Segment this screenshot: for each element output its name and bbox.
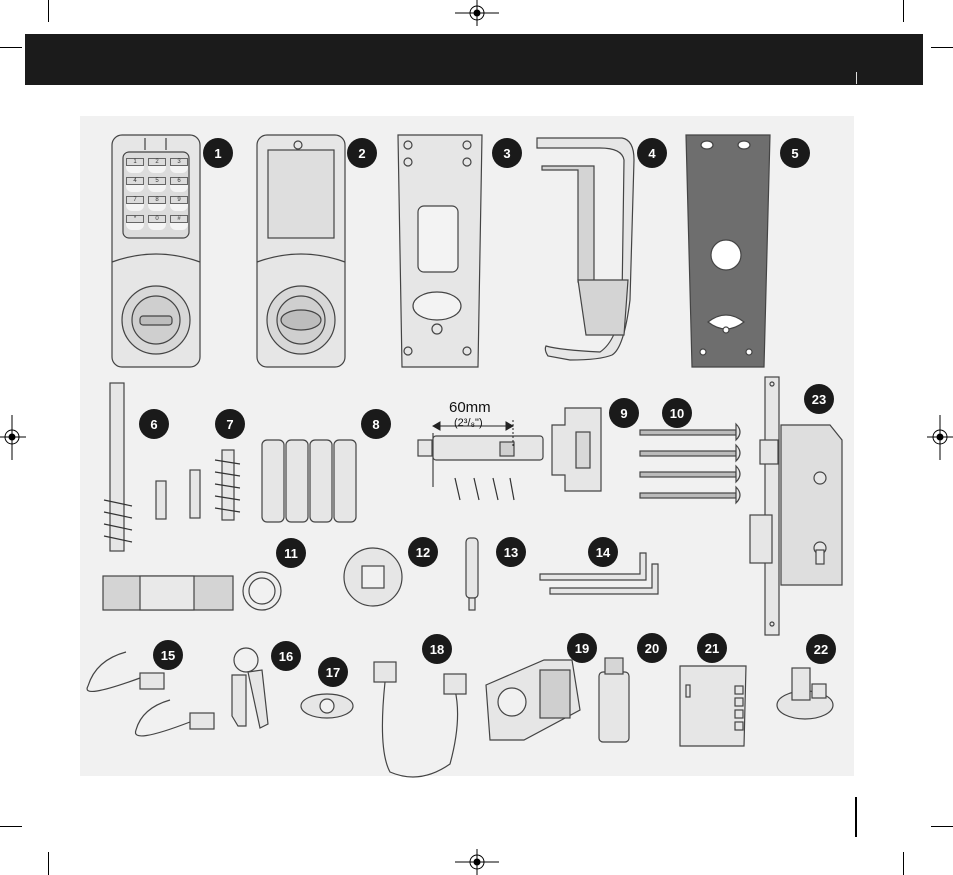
- registration-mark-bottom: [455, 849, 499, 875]
- keypad-key: 8: [148, 196, 166, 211]
- part-number-badge: 16: [271, 641, 301, 671]
- part-23-mortise-lock: [750, 377, 842, 635]
- part-17-rose: [301, 694, 353, 718]
- part-number-badge: 9: [609, 398, 639, 428]
- keypad-key: 5: [148, 177, 166, 192]
- latch-length-label: 60mm: [449, 399, 491, 416]
- keypad-key: 7: [126, 196, 144, 211]
- part-number-badge: 7: [215, 409, 245, 439]
- part-number-badge: 10: [662, 398, 692, 428]
- keypad-key: 9: [170, 196, 188, 211]
- part-4-handle: [537, 138, 634, 360]
- part-8-batteries: [262, 440, 356, 522]
- part-number-badge: 3: [492, 138, 522, 168]
- latch-length-imperial: (2³/₈"): [454, 417, 483, 429]
- keypad-labels: 1 2 3 4 5 6 7 8 9 * 0 #: [124, 158, 190, 236]
- part-2-back-unit: [257, 135, 345, 367]
- part-number-badge: 4: [637, 138, 667, 168]
- part-16-keys: [232, 648, 268, 728]
- part-number-badge: 14: [588, 537, 618, 567]
- part-number-badge: 8: [361, 409, 391, 439]
- part-number-badge: 13: [496, 537, 526, 567]
- part-10-screws: [640, 424, 740, 503]
- keypad-key: *: [126, 215, 144, 230]
- part-number-badge: 22: [806, 634, 836, 664]
- part-13-pin: [466, 538, 478, 610]
- keypad-key: 6: [170, 177, 188, 192]
- part-21-module: [680, 666, 746, 746]
- keypad-key: 1: [126, 158, 144, 173]
- registration-mark-left: [0, 415, 26, 460]
- part-12-washer: [344, 548, 402, 606]
- part-number-badge: 20: [637, 633, 667, 663]
- part-7-pins: [156, 450, 240, 520]
- keypad-key: 3: [170, 158, 188, 173]
- part-20-usb-stick: [599, 658, 629, 742]
- part-18-ribbon-cable: [374, 662, 466, 777]
- part-number-badge: 5: [780, 138, 810, 168]
- registration-mark-top: [455, 0, 499, 26]
- registration-mark-right: [927, 415, 953, 460]
- part-number-badge: 18: [422, 634, 452, 664]
- part-3-mounting-plate: [398, 135, 482, 367]
- keypad-key: 4: [126, 177, 144, 192]
- part-number-badge: 17: [318, 657, 348, 687]
- part-11-tube-ring: [103, 572, 281, 610]
- keypad-key: #: [170, 215, 188, 230]
- part-9-latch: [418, 408, 601, 500]
- part-15-cables: [87, 652, 214, 736]
- keypad-key: 2: [148, 158, 166, 173]
- part-number-badge: 11: [276, 538, 306, 568]
- part-number-badge: 21: [697, 633, 727, 663]
- part-5-rear-plate: [686, 135, 770, 367]
- part-19-bracket: [486, 660, 580, 740]
- part-number-badge: 6: [139, 409, 169, 439]
- part-number-badge: 12: [408, 537, 438, 567]
- part-6-spindle: [104, 383, 132, 551]
- part-22-cam: [777, 668, 833, 719]
- part-number-badge: 15: [153, 640, 183, 670]
- part-number-badge: 2: [347, 138, 377, 168]
- part-number-badge: 23: [804, 384, 834, 414]
- part-number-badge: 1: [203, 138, 233, 168]
- part-number-badge: 19: [567, 633, 597, 663]
- keypad-key: 0: [148, 215, 166, 230]
